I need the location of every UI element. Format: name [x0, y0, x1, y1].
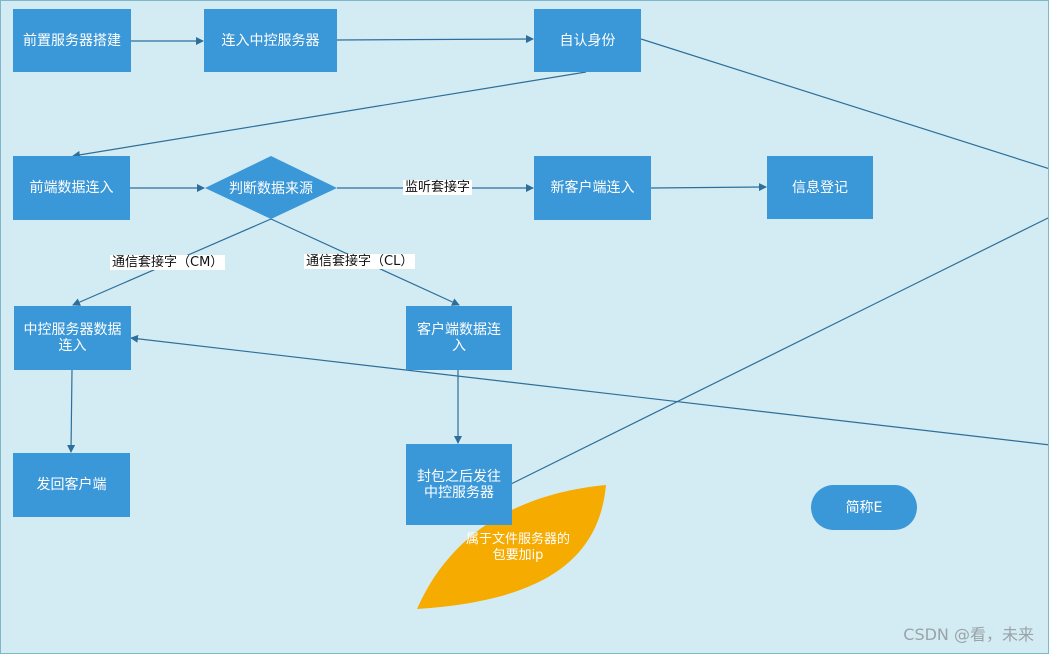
edge-pack-to-right — [510, 217, 1048, 485]
node-send-back-client: 发回客户端 — [13, 453, 130, 517]
edge-auth-to-frontend — [72, 71, 587, 159]
node-info-register: 信息登记 — [767, 156, 873, 219]
node-frontend-data-in: 前端数据连入 — [13, 156, 130, 220]
node-center-data-in: 中控服务器数据连入 — [14, 306, 131, 370]
edge-label-listen-socket: 监听套接字 — [403, 180, 473, 195]
judge-diamond-shape — [205, 156, 337, 219]
note-leaf-shape — [417, 485, 606, 609]
node-client-data-in: 客户端数据连入 — [406, 306, 512, 370]
node-new-client-in: 新客户端连入 — [534, 156, 651, 220]
edge-label-comm-socket-cm: 通信套接字（CM） — [110, 255, 226, 270]
note-file-server-text: 属于文件服务器的包要加ip — [465, 532, 570, 563]
node-connect-center: 连入中控服务器 — [204, 9, 337, 72]
edge-right-to-center — [130, 334, 1048, 446]
node-brief: 简称E — [811, 485, 917, 530]
watermark: CSDN @看，未来 — [903, 625, 1034, 644]
edge-auth-to-right — [640, 38, 1048, 169]
node-judge-source-label: 判断数据来源 — [229, 181, 313, 197]
edge-label-comm-socket-cl: 通信套接字（CL） — [304, 254, 416, 269]
edge-connect-to-auth — [336, 35, 534, 44]
edge-newclient-to-register — [650, 183, 767, 192]
node-frontend-setup: 前置服务器搭建 — [13, 9, 131, 72]
edge-center-to-sendback — [67, 369, 76, 453]
node-self-auth: 自认身份 — [534, 9, 641, 72]
node-pack-send-center: 封包之后发往中控服务器 — [406, 444, 512, 525]
